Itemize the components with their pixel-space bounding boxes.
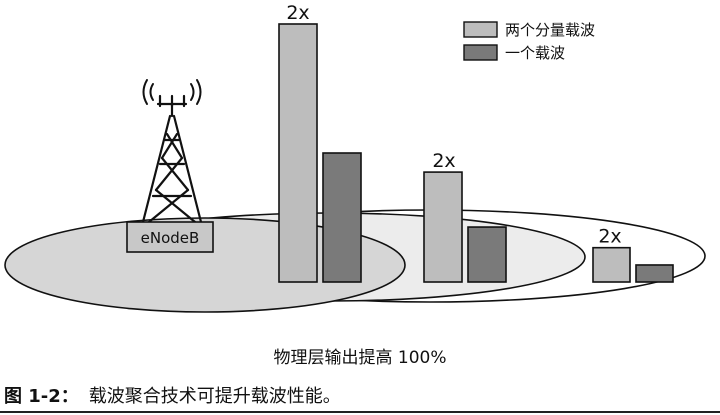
bar-group1-two-carriers <box>278 23 318 283</box>
legend-label-one-carrier: 一个载波 <box>505 44 565 62</box>
bar-group2-label: 2x <box>432 150 455 172</box>
legend-swatch-two-carriers <box>463 21 498 38</box>
figure-number: 图 1-2： <box>4 386 79 407</box>
legend-swatch-one-carrier <box>463 44 498 61</box>
bar-group2-one-carrier <box>467 226 507 283</box>
legend-label-two-carriers: 两个分量载波 <box>505 21 595 39</box>
tower-icon <box>141 94 203 224</box>
bar-group1-one-carrier <box>322 152 362 283</box>
caption-divider <box>0 411 720 413</box>
throughput-subcaption: 物理层输出提高 100% <box>273 348 447 368</box>
figure-caption-text: 载波聚合技术可提升载波性能。 <box>88 386 341 407</box>
signal-waves-icon <box>142 79 202 105</box>
bar-group3-one-carrier <box>635 264 674 283</box>
bar-group1-label: 2x <box>286 2 309 24</box>
bar-group3-label: 2x <box>598 226 621 248</box>
bar-group3-two-carriers <box>592 246 631 283</box>
carrier-aggregation-diagram: eNodeB 2x 2x 2x 两个分量载波 一个载波 <box>4 2 706 313</box>
figure-caption: 图 1-2： 载波聚合技术可提升载波性能。 <box>4 382 341 408</box>
enodeb-box <box>126 221 214 253</box>
enodeb-label: eNodeB <box>141 229 200 247</box>
bar-group2-two-carriers <box>423 171 463 283</box>
legend: 两个分量载波 一个载波 <box>463 21 595 62</box>
